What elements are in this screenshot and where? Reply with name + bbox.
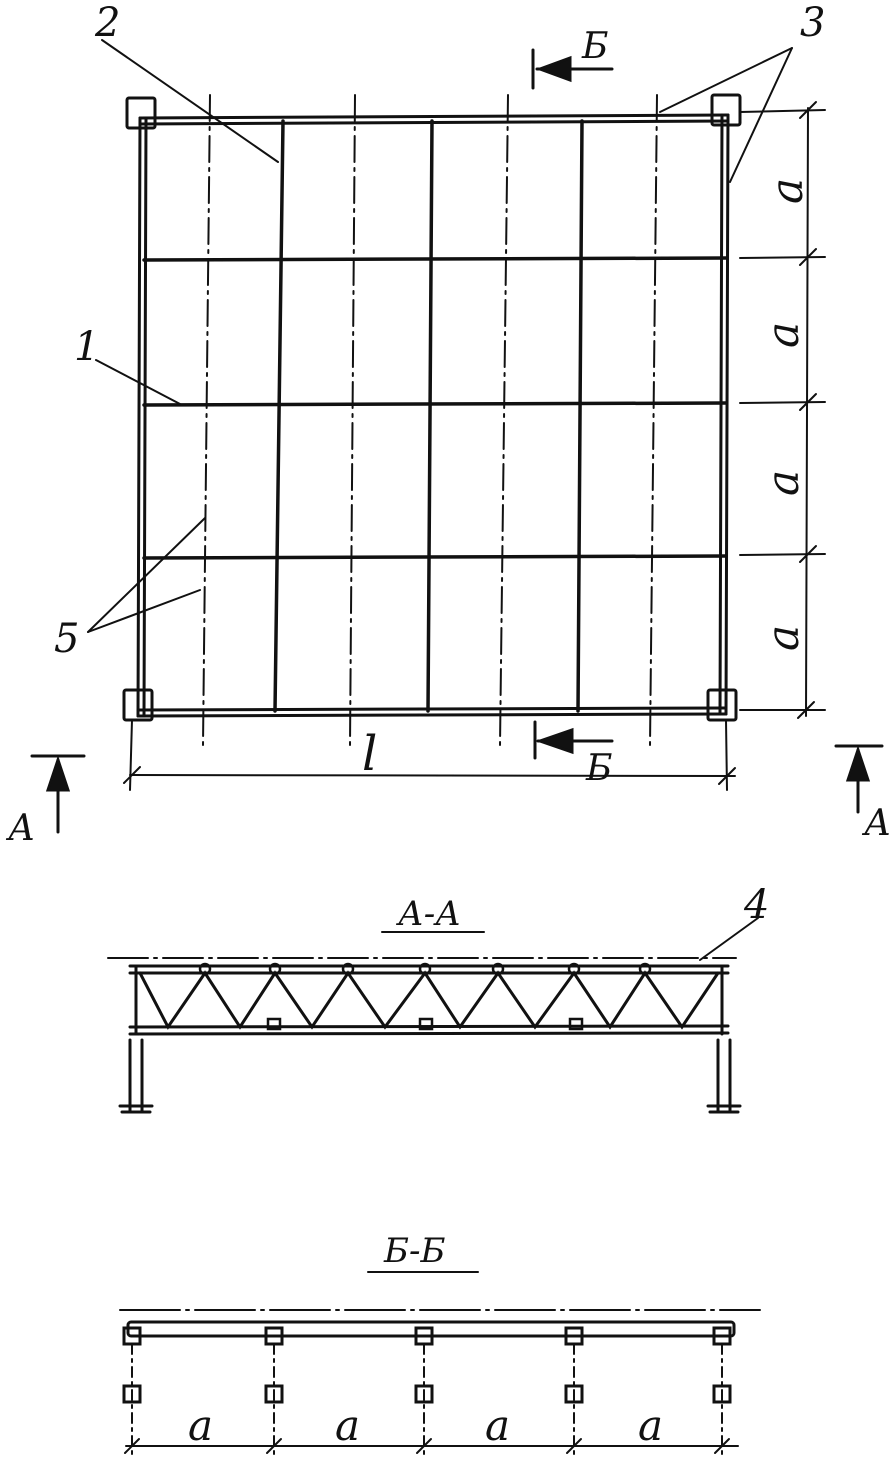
section-aa-columns: [118, 1038, 742, 1114]
section-aa-nodes: [198, 962, 652, 1031]
dim-label-a: a: [758, 322, 809, 348]
plan-horizontal-members: [142, 256, 728, 560]
section-mark-b-top: [531, 48, 614, 90]
section-bb-title: Б-Б: [383, 1231, 445, 1271]
corner-column: [706, 688, 738, 722]
callout-label-4: 4: [743, 882, 769, 928]
plan-corner-columns: [122, 93, 742, 722]
dim-label-a: a: [758, 625, 809, 651]
plan-dim-span: [123, 719, 736, 791]
section-bb: Б-Б: [119, 1231, 761, 1459]
dim-label-a: a: [188, 1401, 213, 1450]
callout-label-3: 3: [800, 0, 825, 46]
corner-column: [125, 96, 157, 130]
section-mark-a-label: А: [861, 803, 889, 844]
section-mark-a-right: [834, 744, 884, 814]
dim-label-span: l: [362, 726, 377, 782]
plan-vertical-members: [273, 119, 584, 713]
plan-dim-chain-vertical: [739, 101, 826, 719]
dim-label-a: a: [638, 1401, 663, 1450]
callout-label-1: 1: [74, 324, 99, 370]
section-aa-end-posts: [134, 964, 724, 1036]
corner-column: [122, 688, 154, 722]
section-mark-a-label: А: [5, 808, 35, 849]
section-mark-b-bottom: [533, 720, 614, 760]
section-bb-dim-chain: [124, 1438, 739, 1454]
callout-label-2: 2: [94, 0, 120, 46]
plan-frame: [136, 113, 730, 718]
corner-column: [710, 93, 742, 127]
plan-axis-lines: [202, 94, 658, 746]
section-aa-title: А-А: [396, 894, 461, 934]
dim-label-a: a: [762, 178, 813, 204]
section-bb-column-axes: [131, 1343, 723, 1459]
dim-label-a: a: [335, 1401, 360, 1450]
section-bb-columns: [122, 1326, 732, 1404]
section-mark-a-left: [30, 754, 86, 834]
section-mark-b-label: Б: [585, 748, 612, 789]
section-aa-chords: [128, 964, 730, 1036]
callout-leaders: [87, 39, 793, 961]
plan-view: a a a a l Б Б: [5, 0, 889, 961]
callout-label-5: 5: [54, 616, 79, 662]
dim-label-a: a: [485, 1401, 510, 1450]
section-aa: А-А 4: [107, 882, 769, 1114]
section-mark-b-label: Б: [581, 26, 608, 67]
dim-label-a: a: [758, 470, 809, 496]
